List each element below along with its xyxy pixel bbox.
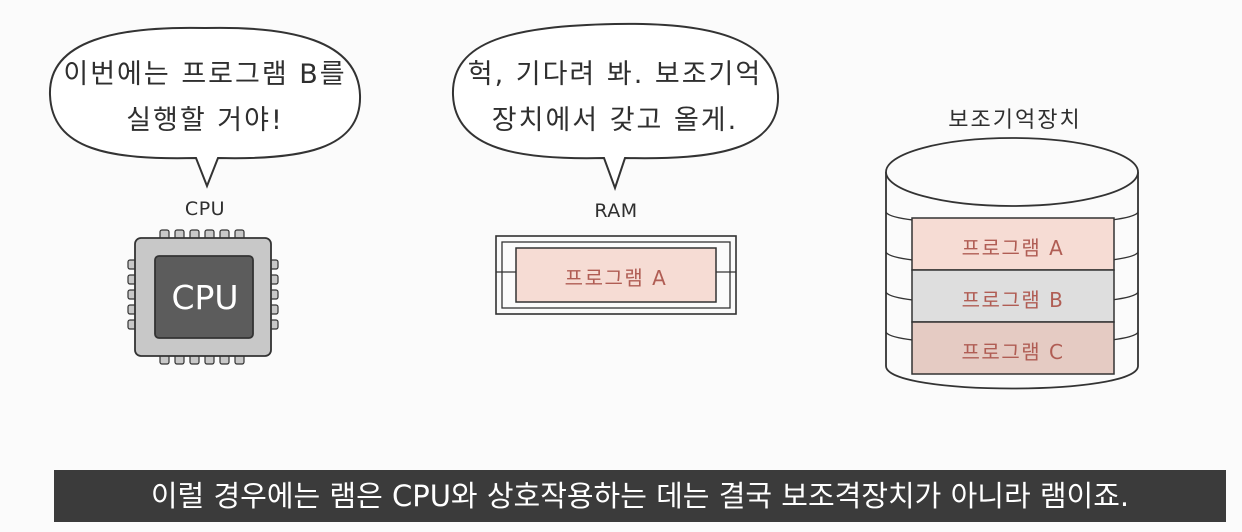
storage-cylinder-icon (885, 137, 1139, 390)
subtitle-text: 이럴 경우에는 램은 CPU와 상호작용하는 데는 결국 보조격장치가 아니라 … (150, 479, 1130, 513)
cpu-speech-line2: 실행할 거야! (126, 105, 284, 136)
storage-label: 보조기억장치 (948, 108, 1082, 133)
cpu-label: CPU (184, 198, 226, 220)
cpu-chip-label: CPU (171, 278, 239, 317)
storage-program-c: 프로그램 C (961, 340, 1065, 364)
subtitle-bar: 이럴 경우에는 램은 CPU와 상호작용하는 데는 결국 보조격장치가 아니라 … (54, 470, 1226, 522)
storage-program-b: 프로그램 B (961, 288, 1065, 312)
ram-program-a: 프로그램 A (564, 266, 668, 290)
ram-module-icon (495, 235, 737, 315)
ram-label: RAM (594, 200, 638, 222)
ram-speech-line2: 장치에서 갖고 올게. (491, 105, 739, 136)
ram-speech-line1: 헉, 기다려 봐. 보조기억 (467, 59, 763, 90)
cpu-speech-line1: 이번에는 프로그램 B를 (63, 59, 347, 90)
storage-program-a: 프로그램 A (961, 236, 1065, 260)
cpu-chip-icon (127, 229, 279, 365)
